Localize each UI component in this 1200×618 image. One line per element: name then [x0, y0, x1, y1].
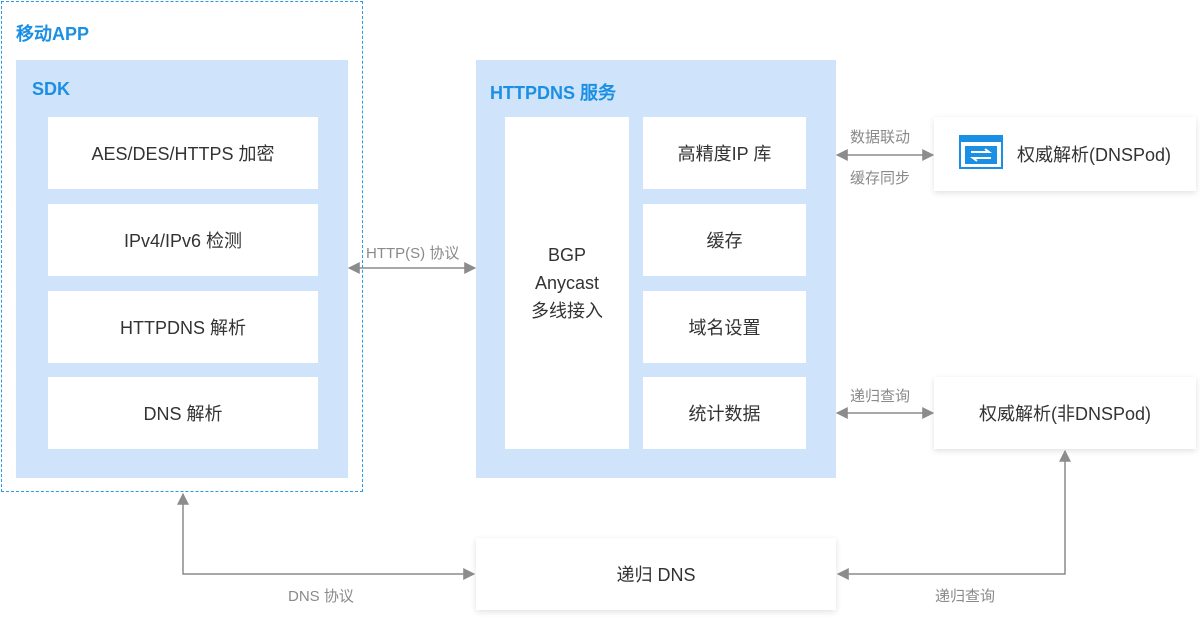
authoritative-non-dnspod-box: 权威解析(非DNSPod)	[934, 377, 1196, 449]
bgp-line-2: Anycast	[534, 273, 600, 293]
httpdns-service-title: HTTPDNS 服务	[490, 83, 616, 103]
bgp-line-1: BGP	[547, 245, 586, 265]
mobile-app-frame	[1, 1, 363, 492]
sdk-item-httpdns-resolve: HTTPDNS 解析	[48, 291, 318, 363]
service-item-statistics: 统计数据	[643, 377, 806, 449]
service-item-cache: 缓存	[643, 204, 806, 276]
exchange-arrows-icon	[958, 134, 1003, 174]
arrow-recursive-non-dnspod	[836, 449, 1071, 580]
arrow-app-recursive	[177, 492, 476, 580]
label-http-protocol: HTTP(S) 协议	[366, 245, 460, 262]
recursive-dns-box: 递归 DNS	[476, 538, 836, 610]
label-recursive-query-1: 递归查询	[850, 388, 911, 405]
label-recursive-query-2: 递归查询	[935, 588, 996, 605]
sdk-item-dns-resolve: DNS 解析	[48, 377, 318, 449]
sdk-item-encryption: AES/DES/HTTPS 加密	[48, 117, 318, 189]
authoritative-dnspod-label: 权威解析(DNSPod)	[1016, 145, 1172, 165]
label-data-link: 数据联动	[850, 129, 911, 146]
authoritative-dnspod-box: 权威解析(DNSPod)	[934, 117, 1196, 191]
mobile-app-title: 移动APP	[16, 24, 90, 44]
sdk-title: SDK	[32, 79, 71, 99]
service-item-domain-settings: 域名设置	[643, 291, 806, 363]
bgp-line-3: 多线接入	[531, 301, 603, 321]
sdk-item-ip-detection: IPv4/IPv6 检测	[48, 204, 318, 276]
service-item-ip-library: 高精度IP 库	[643, 117, 806, 189]
label-cache-sync: 缓存同步	[850, 170, 911, 187]
label-dns-protocol: DNS 协议	[288, 588, 354, 605]
bgp-anycast-box: BGP Anycast 多线接入	[505, 117, 629, 449]
